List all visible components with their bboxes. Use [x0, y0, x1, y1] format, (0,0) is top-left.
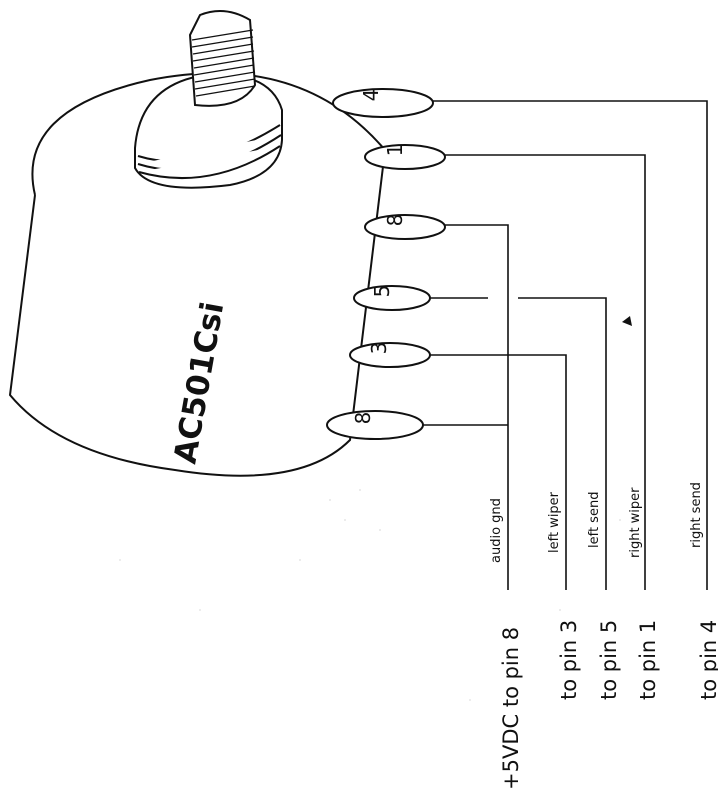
lug-label: 8 — [351, 412, 375, 425]
signal-label: left wiper — [547, 491, 562, 553]
destination-label: to pin 1 — [636, 620, 660, 700]
lug-8-top — [364, 214, 446, 240]
lug-label: 1 — [383, 144, 407, 157]
destination-label: to pin 4 — [697, 620, 718, 700]
wire-audio-gnd — [445, 224, 509, 590]
stray-mark — [622, 316, 632, 326]
wire-right-send — [433, 100, 708, 590]
destination-label: to pin 3 — [557, 620, 581, 700]
pot-shaft — [134, 10, 283, 189]
signal-label: right send — [689, 482, 704, 548]
wires — [423, 100, 708, 590]
lug-label: 3 — [367, 342, 391, 355]
destination-label: +5VDC to pin 8 — [499, 627, 523, 790]
signal-label: right wiper — [628, 487, 643, 558]
lug-group — [326, 88, 446, 440]
signal-label: audio gnd — [489, 498, 504, 563]
wire-left-wiper — [430, 354, 567, 590]
signal-label: left send — [587, 492, 602, 548]
destination-label: to pin 5 — [597, 620, 621, 700]
wire-left-send — [430, 297, 607, 590]
lug-4 — [332, 88, 434, 118]
lug-label: 8 — [383, 214, 407, 227]
lug-label: 5 — [370, 285, 394, 298]
lug-8-bottom — [326, 410, 424, 440]
wire-right-wiper — [445, 154, 646, 590]
lug-label: 4 — [359, 89, 383, 102]
lug-1 — [364, 144, 446, 170]
pot-cylinder-side — [8, 149, 386, 477]
